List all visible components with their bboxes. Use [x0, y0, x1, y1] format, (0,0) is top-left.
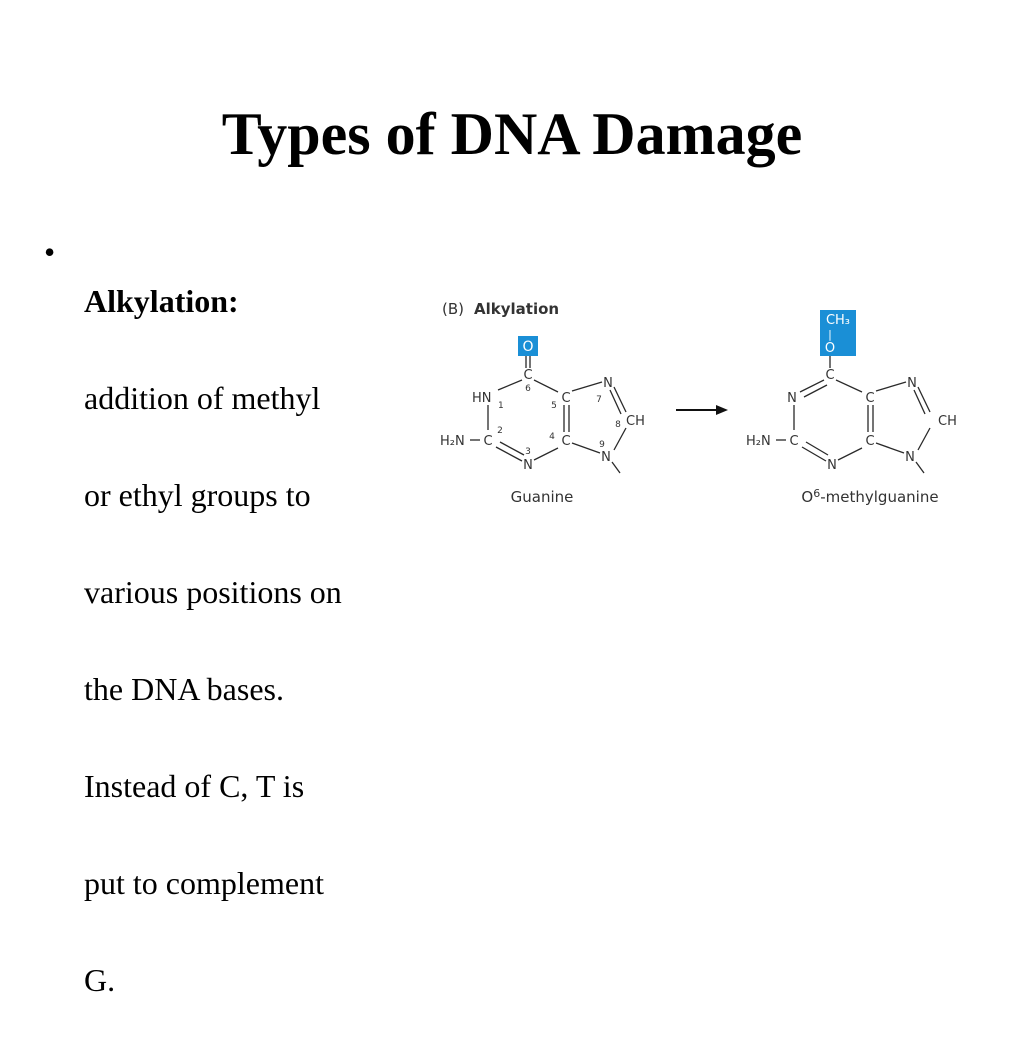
guanine-num5: 5 [551, 401, 557, 411]
methylguanine-h2n: H₂N [746, 434, 771, 449]
methoxy-highlight [820, 310, 856, 356]
guanine-carbonyl-o: O [522, 339, 533, 355]
guanine-num2: 2 [497, 426, 503, 436]
slide: Types of DNA Damage • Alkylation: additi… [44, 101, 957, 998]
guanine-num8: 8 [615, 420, 621, 430]
guanine-oxygen-highlight [518, 336, 538, 356]
methylguanine-n1: N [787, 391, 797, 406]
bullet-line: the DNA bases. [84, 670, 284, 707]
guanine-c5: C [561, 391, 570, 406]
panel-title: Alkylation [474, 300, 559, 318]
methylguanine-o: O [825, 341, 835, 356]
guanine-num6: 6 [525, 384, 531, 394]
guanine-c6: C [523, 368, 532, 383]
bullet-line: Instead of C, T is [84, 767, 305, 804]
methylguanine-structure [776, 356, 931, 474]
methylguanine-c2: C [789, 434, 798, 449]
bullet-line: put to complement [84, 864, 324, 901]
methylguanine-c6: C [825, 368, 834, 383]
guanine-num1: 1 [498, 401, 504, 411]
bullet-marker: • [44, 234, 56, 270]
guanine-hn1: HN [472, 391, 492, 406]
guanine-num7: 7 [596, 395, 602, 405]
slide-title: Types of DNA Damage [221, 101, 803, 167]
methylguanine-n7: N [907, 376, 917, 391]
guanine-c4: C [561, 434, 570, 449]
guanine-n3: N [523, 458, 533, 473]
methylguanine-c5: C [865, 391, 874, 406]
reaction-arrow [676, 405, 728, 415]
guanine-c2: C [483, 434, 492, 449]
panel-label: (B) [442, 300, 464, 318]
guanine-h2n: H₂N [440, 434, 465, 449]
bullet-text: Alkylation: addition of methyl or ethyl … [84, 228, 384, 1053]
methylguanine-name: O6-methylguanine [801, 487, 938, 506]
bullet-line: addition of methyl [84, 379, 321, 416]
methyl-bond: | [828, 328, 832, 341]
guanine-n9: N [601, 450, 611, 465]
guanine-n7: N [603, 376, 613, 391]
methylguanine-n9: N [905, 450, 915, 465]
alkylation-figure: (B) Alkylation [440, 300, 957, 506]
guanine-num4: 4 [549, 432, 555, 442]
bullet-item: • Alkylation: addition of methyl or ethy… [44, 228, 384, 1053]
bullet-line: various positions on [84, 573, 342, 610]
guanine-num3: 3 [525, 447, 531, 457]
methyl-group: CH₃ [826, 313, 850, 328]
guanine-structure [470, 356, 627, 474]
guanine-ch8: CH [626, 414, 645, 429]
guanine-name: Guanine [511, 488, 574, 506]
methylguanine-n3: N [827, 458, 837, 473]
methylguanine-ch8: CH [938, 414, 957, 429]
bullet-line: or ethyl groups to [84, 476, 311, 513]
bullet-term: Alkylation: [84, 282, 239, 319]
guanine-num9: 9 [599, 440, 605, 450]
bullet-line: G. [84, 961, 116, 998]
methylguanine-c4: C [865, 434, 874, 449]
